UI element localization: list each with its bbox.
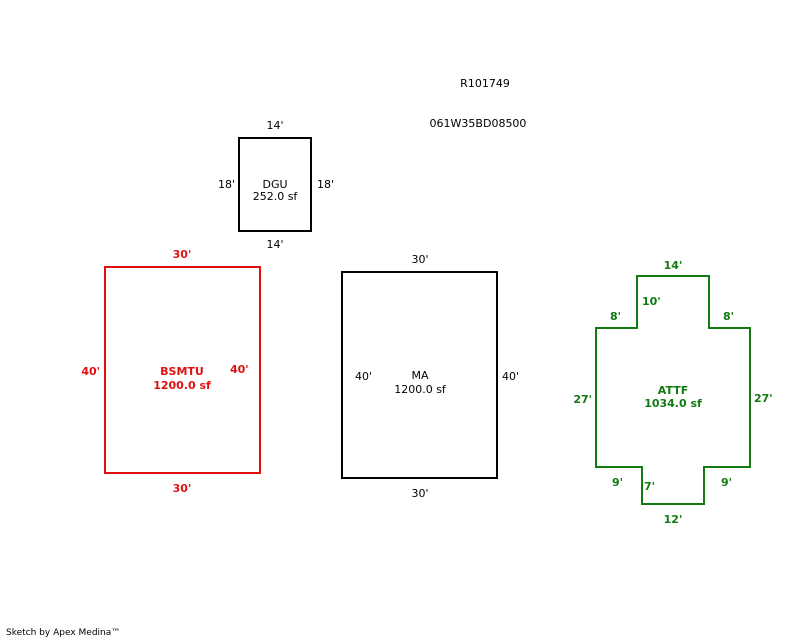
bsmtu-left-dimension: 40' <box>81 365 100 378</box>
ma-top-dimension: 30' <box>411 253 429 266</box>
bsmtu-area-label: 1200.0 sf <box>153 379 211 392</box>
attf-bottom-step-left-dimension: 9' <box>612 476 624 489</box>
attf-left-dimension: 27' <box>573 393 592 406</box>
ma-outline <box>341 271 498 479</box>
attf-step-left-dimension: 8' <box>610 310 622 323</box>
dgu-outline <box>238 137 312 232</box>
sketch-credit: Sketch by Apex Medina™ <box>6 628 121 638</box>
bsmtu-outline <box>104 266 261 474</box>
ma-right-dimension: 40' <box>502 370 520 383</box>
bsmtu-top-dimension: 30' <box>172 248 192 261</box>
attf-notch-left-dimension: 10' <box>642 295 661 308</box>
dgu-right-dimension: 18' <box>317 178 335 191</box>
map-tax-lot: 061W35BD08500 <box>429 117 527 130</box>
bsmtu-bottom-dimension: 30' <box>172 482 192 495</box>
attf-bottom-notch-dimension: 7' <box>644 480 656 493</box>
dgu-area-label: 252.0 sf <box>252 190 298 203</box>
attf-top-dimension: 14' <box>663 259 683 272</box>
attf-bottom-dimension: 12' <box>663 513 683 526</box>
dgu-code-label: DGU <box>262 178 288 191</box>
ma-left-dimension: 40' <box>355 370 373 383</box>
parcel-id: R101749 <box>460 77 510 90</box>
ma-bottom-dimension: 30' <box>411 487 429 500</box>
attf-area-label: 1034.0 sf <box>644 397 702 410</box>
bsmtu-code-label: BSMTU <box>160 365 204 378</box>
attf-outline <box>595 275 751 505</box>
bsmtu-right-dimension: 40' <box>230 363 249 376</box>
dgu-bottom-dimension: 14' <box>266 238 284 251</box>
dgu-left-dimension: 18' <box>217 178 235 191</box>
attf-bottom-step-right-dimension: 9' <box>721 476 733 489</box>
ma-code-label: MA <box>411 369 429 382</box>
attf-step-right-dimension: 8' <box>723 310 735 323</box>
ma-area-label: 1200.0 sf <box>394 383 446 396</box>
attf-right-dimension: 27' <box>754 392 773 405</box>
attf-code-label: ATTF <box>657 384 689 397</box>
dgu-top-dimension: 14' <box>266 119 284 132</box>
